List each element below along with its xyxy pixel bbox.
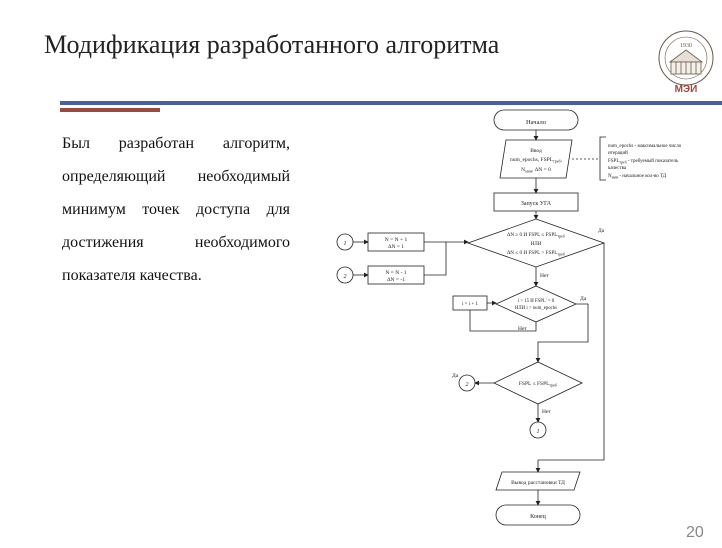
page-number: 20 [686, 524, 704, 541]
input-block [499, 139, 573, 179]
connector-1-left-label: 1 [344, 241, 347, 247]
note-line5: Nмин - начальное кол-во ТД [608, 174, 667, 180]
start-label: Начало [526, 119, 546, 126]
edge-decision2-yes [535, 303, 589, 363]
edge-decision1-yes [538, 243, 605, 461]
edge-proc2-decision1 [424, 242, 447, 276]
input-line3: Nмин, ΔN = 0 [521, 167, 551, 174]
note-line1: num_epochs - максимальное число [608, 144, 682, 149]
slide-title: Модификация разработанного алгоритма [44, 30, 500, 59]
decision1-line1: ΔN ≥ 0 И FSPL ≤ FSPLтреб [507, 232, 565, 239]
decision2-no-label: Нет [518, 326, 527, 332]
decision1-yes-label: Да [598, 228, 605, 234]
connector-1-flow-label: 1 [537, 429, 540, 435]
proc1-line1: N = N + 1 [385, 237, 408, 243]
connector-2-left-label: 2 [344, 274, 347, 280]
proc2-line1: N = N - 1 [385, 270, 406, 276]
logo-text: МЭИ [675, 84, 698, 95]
decision2-yes-label: Да [580, 296, 587, 302]
note-line2: итераций [608, 151, 628, 156]
output-block [495, 471, 581, 491]
connector-2-flow-label: 2 [466, 382, 469, 388]
decision1-line2: ИЛИ [530, 241, 541, 247]
body-text: Был разработан алгоритм, определяющий не… [62, 135, 290, 284]
decision-2 [495, 285, 577, 323]
decision2-line1: i > 15 И FSPL' = 0 [518, 299, 555, 304]
logo-year: 1930 [680, 43, 692, 49]
note-bracket [599, 136, 606, 181]
decision1-line3: ΔN ≤ 0 И FSPL > FSPLтреб [507, 250, 565, 257]
decision3-label: FSPL ≤ FSPLтреб [519, 381, 557, 388]
proc2-line2: ΔN = -1 [387, 277, 405, 283]
incr-label: i = i + 1 [462, 302, 478, 307]
title-divider-red [60, 108, 160, 112]
title-divider-blue [60, 101, 722, 105]
input-line2: num_epochs, FSPLтреб, [510, 157, 563, 164]
decision3-yes-label: Да [452, 373, 459, 379]
decision2-line2: ИЛИ i > num_epochs [515, 306, 557, 311]
decision1-no-label: Нет [540, 273, 549, 279]
university-logo: 1930 МЭИ [658, 30, 714, 95]
input-line1: Ввод [530, 148, 542, 154]
proc1-line2: ΔN = 1 [388, 244, 404, 250]
launch-label: Запуск УГА [521, 201, 552, 207]
edge-decision2-no [469, 310, 537, 332]
decision3-no-label: Нет [542, 409, 551, 415]
end-label: Конец [530, 514, 547, 520]
note-line3: FSPLтреб - требуемый показатель [608, 159, 679, 165]
output-label: Вывод расстановки ТД [511, 480, 565, 486]
note-line4: качества [608, 166, 627, 171]
